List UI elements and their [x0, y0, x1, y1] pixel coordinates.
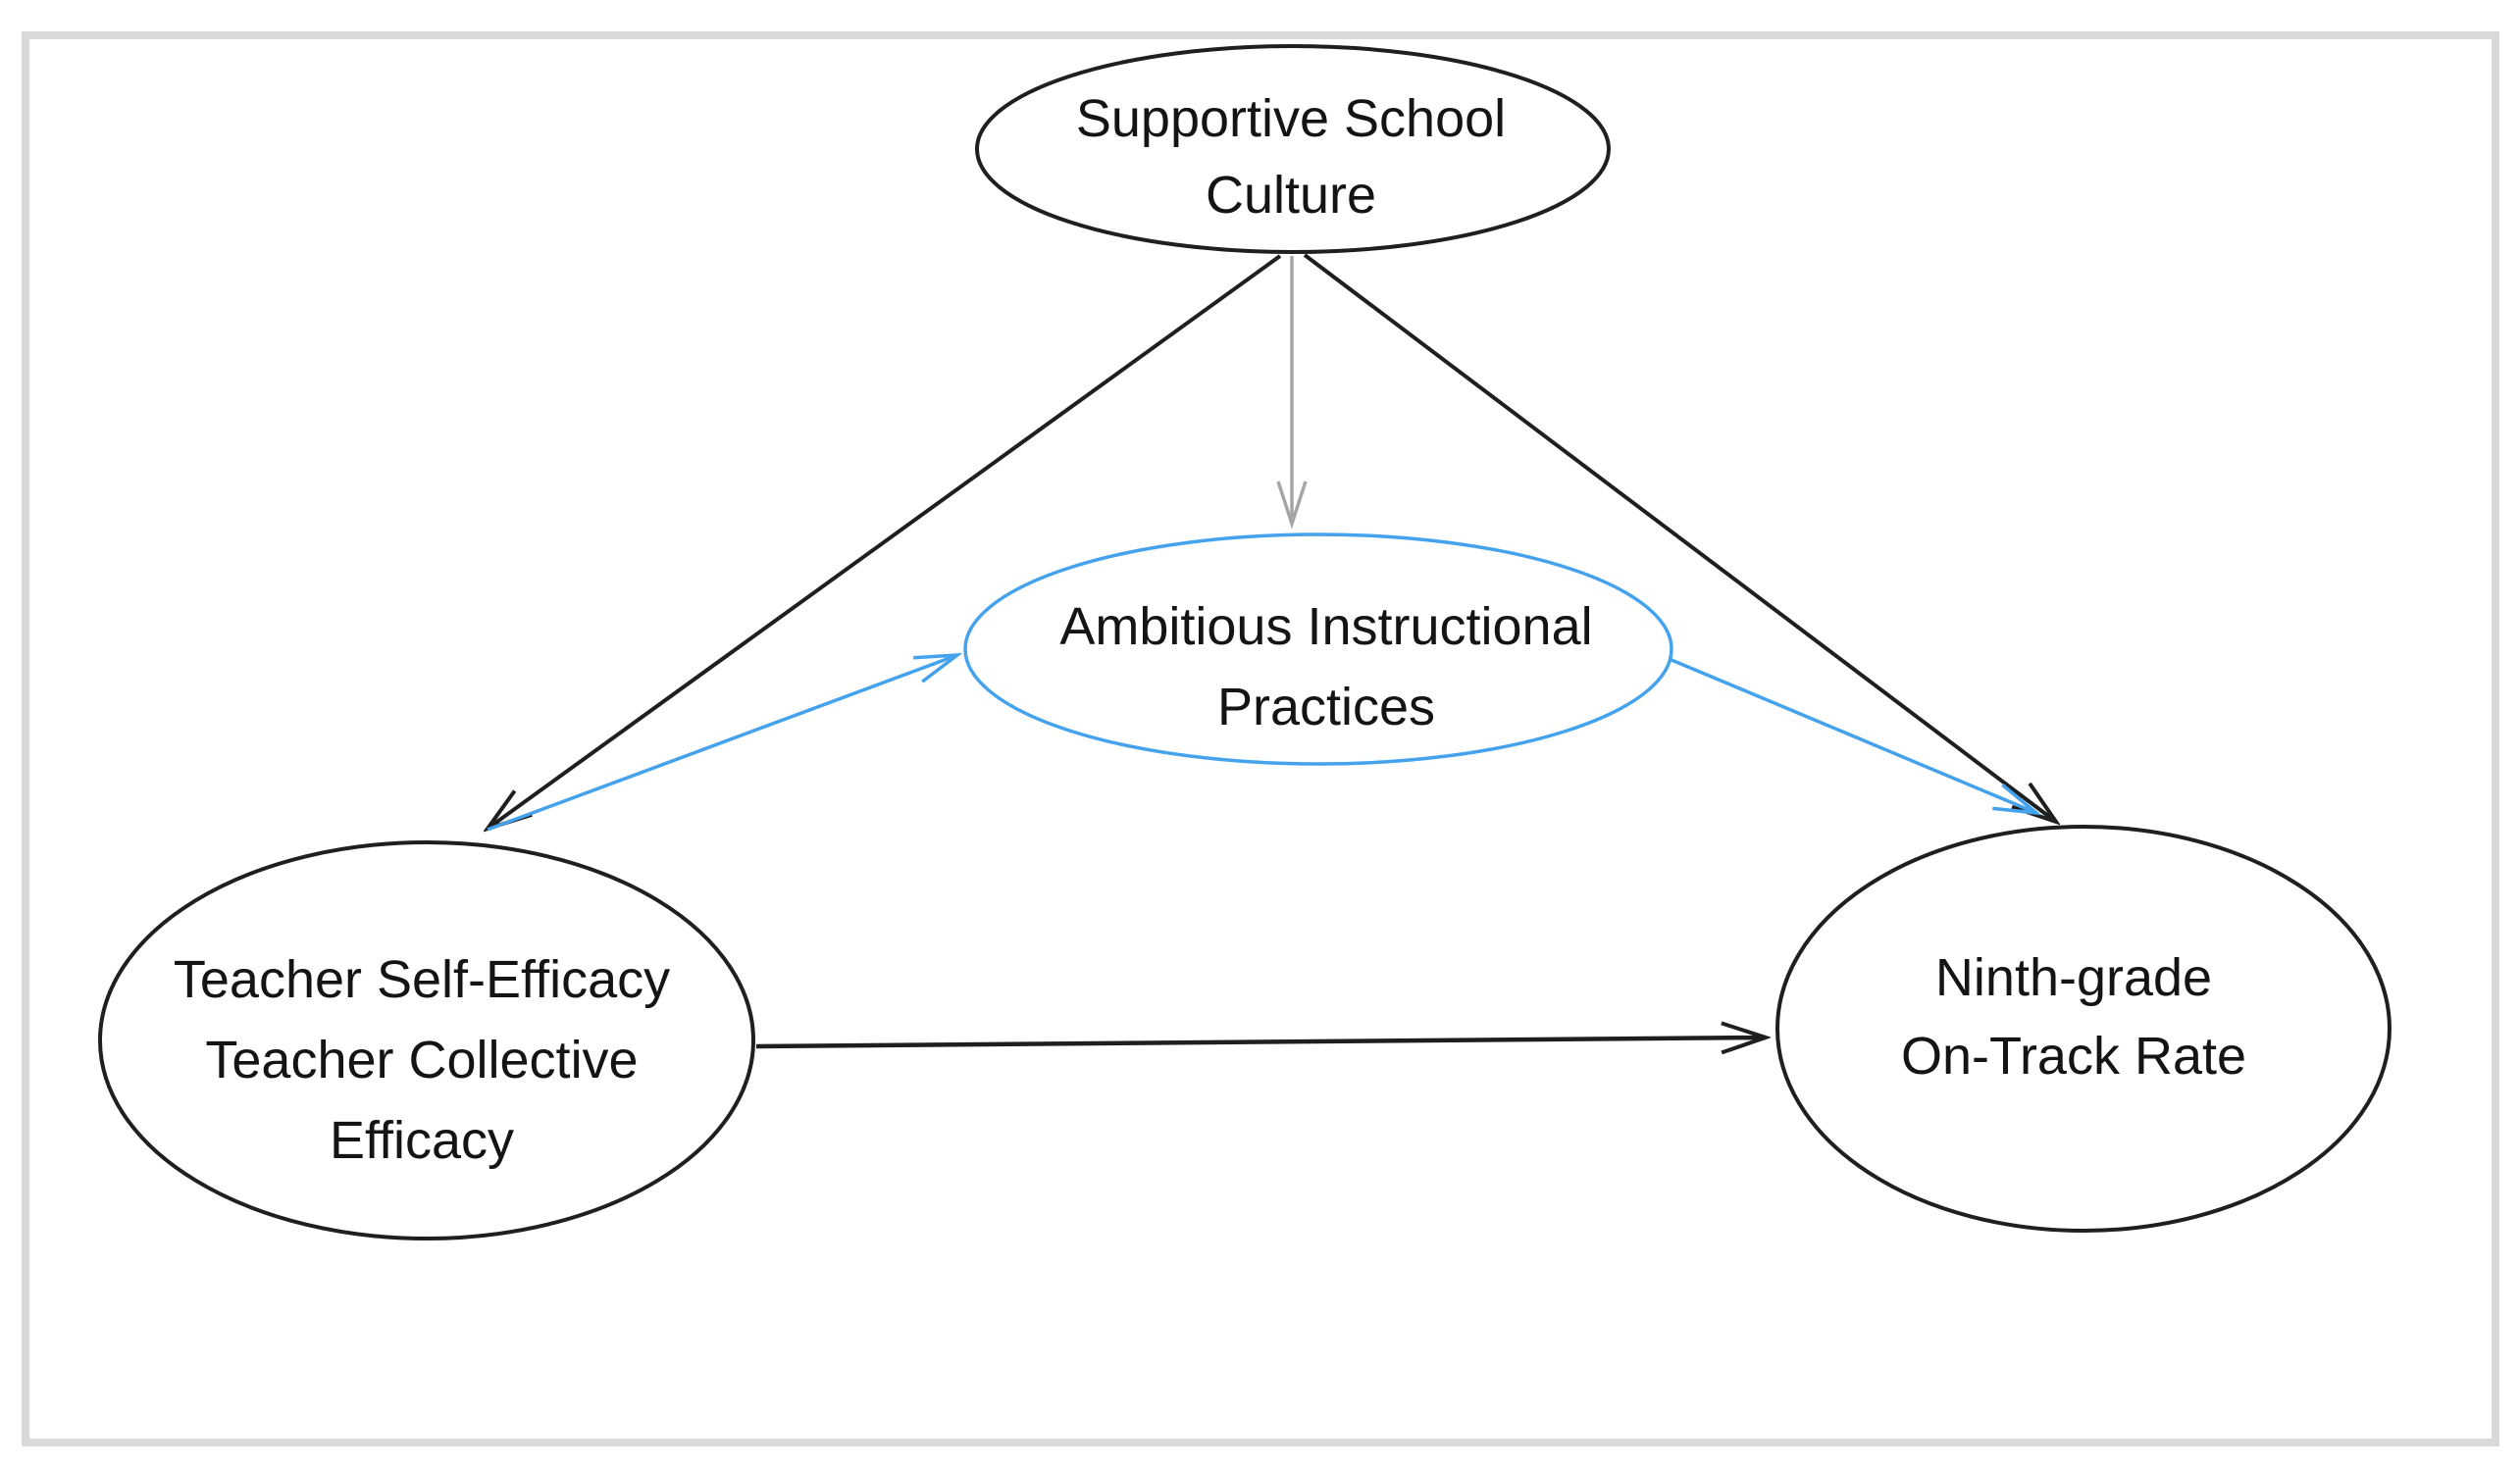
edge-efficacy-to-practices-arrow: [487, 655, 957, 832]
node-ambitious-instructional-practices-label-line1: Ambitious Instructional: [1059, 597, 1592, 656]
node-teacher-efficacy-ellipse: [98, 840, 755, 1240]
node-ninth-grade-on-track-ellipse: [1775, 825, 2391, 1233]
node-teacher-efficacy-label-line1: Teacher Self-Efficacy: [174, 950, 670, 1009]
edge-culture-to-ontrack-arrow: [1303, 253, 2056, 822]
node-teacher-efficacy-label-line3: Efficacy: [330, 1111, 514, 1170]
edge-efficacy-to-ontrack-arrow: [755, 1038, 1766, 1046]
node-ninth-grade-on-track-label-line2: On-Track Rate: [1901, 1027, 2246, 1086]
edge-culture-to-efficacy-arrow: [488, 254, 1282, 829]
node-supportive-school-culture-ellipse: [975, 44, 1611, 254]
node-supportive-school-culture-label-line2: Culture: [1206, 166, 1376, 225]
node-ambitious-instructional-practices-label-line2: Practices: [1217, 678, 1435, 736]
node-teacher-efficacy-label-line2: Teacher Collective: [205, 1031, 638, 1089]
edge-practices-to-ontrack-arrow: [1671, 658, 2036, 813]
node-supportive-school-culture-label-line1: Supportive School: [1076, 89, 1506, 148]
node-ambitious-instructional-practices-ellipse: [963, 532, 1673, 766]
figure-border-frame: [22, 31, 2499, 1446]
node-ninth-grade-on-track-label-line1: Ninth-grade: [1935, 948, 2212, 1007]
